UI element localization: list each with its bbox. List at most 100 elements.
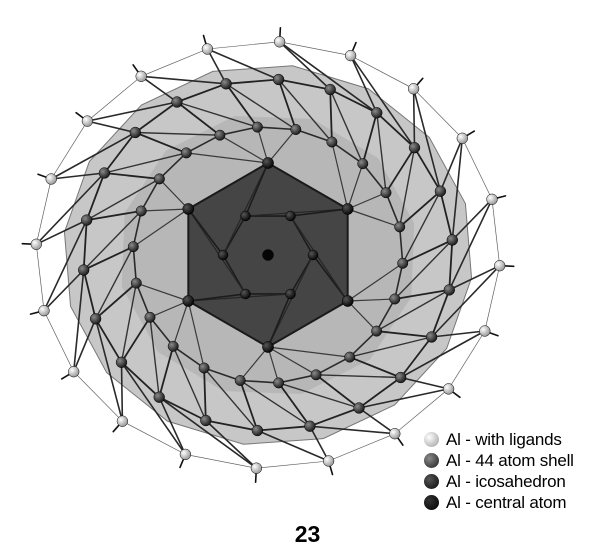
legend-label: Al - 44 atom shell	[446, 450, 574, 470]
bond	[176, 101, 221, 137]
icosahedron-edge	[290, 208, 348, 217]
shell-atom	[290, 124, 302, 135]
bond	[158, 396, 187, 456]
bond	[308, 407, 360, 428]
bond-network	[21, 26, 515, 484]
bond	[347, 192, 387, 210]
ligand-atom	[30, 238, 42, 250]
bond	[35, 244, 45, 312]
ligand-atom	[250, 462, 263, 474]
bond	[376, 112, 387, 194]
shell-atom	[127, 241, 139, 253]
bond	[35, 219, 88, 246]
bond	[86, 120, 137, 134]
shell-atom	[130, 277, 142, 289]
shell-atom	[272, 73, 285, 86]
bond	[430, 288, 451, 338]
bond	[206, 48, 227, 85]
shell-atom	[344, 351, 356, 363]
bond	[277, 382, 360, 409]
bond	[35, 178, 52, 245]
bond	[256, 126, 269, 164]
shell-atom	[214, 129, 226, 141]
bond	[132, 245, 138, 284]
shell-atom	[220, 78, 232, 90]
bond	[87, 76, 142, 122]
ligand-atom	[38, 305, 50, 317]
bond	[206, 48, 280, 81]
bond	[412, 88, 442, 192]
shell-atom	[234, 375, 246, 386]
shell-atom	[153, 173, 165, 185]
shell-atom	[394, 221, 406, 233]
bond	[239, 346, 269, 382]
legend-item-icosahedron: Al - icosahedron	[424, 471, 574, 492]
bond	[331, 141, 364, 165]
bond	[207, 41, 280, 50]
bond	[94, 245, 135, 320]
bond	[140, 208, 189, 212]
bond	[375, 298, 396, 332]
shell-atom	[251, 121, 263, 133]
icosahedron-atom	[262, 157, 274, 169]
shell-atom	[89, 313, 102, 325]
ligand-atom	[479, 325, 491, 337]
bond	[347, 208, 401, 228]
bond	[43, 310, 74, 373]
central-atom	[262, 249, 274, 261]
bond	[278, 40, 332, 91]
bond	[176, 101, 259, 128]
bond	[349, 336, 433, 358]
bond	[347, 300, 378, 332]
bond	[278, 40, 378, 114]
ligand-atom	[407, 83, 420, 95]
bond	[348, 330, 378, 358]
shell-atom	[304, 420, 316, 432]
bond	[329, 88, 364, 165]
shell-atom	[434, 185, 447, 197]
bond	[348, 356, 402, 379]
bond	[256, 429, 330, 462]
bond	[349, 54, 416, 149]
shell-atom	[167, 340, 179, 352]
bond	[225, 78, 280, 85]
bond	[491, 199, 501, 267]
bond	[176, 82, 228, 103]
bond	[135, 282, 151, 319]
bond	[375, 330, 433, 338]
bond	[50, 120, 88, 180]
bond	[399, 376, 450, 390]
bond	[412, 88, 416, 149]
bond	[86, 101, 178, 122]
bond	[394, 239, 453, 300]
bond	[361, 111, 378, 165]
legend: Al - with ligands Al - 44 atom shell Al …	[424, 429, 574, 513]
legend-label: Al - with ligands	[446, 429, 562, 449]
bond	[140, 48, 208, 77]
ligand-atom	[273, 36, 286, 48]
icosahedron-edge	[267, 254, 314, 348]
icosahedron-edge	[187, 208, 246, 295]
bond	[347, 163, 364, 210]
shell-atom	[135, 205, 147, 217]
bond	[256, 425, 311, 432]
icosahedron-atom	[307, 249, 319, 261]
bond	[103, 152, 188, 174]
bond	[277, 78, 332, 91]
bond	[132, 208, 189, 248]
bond	[315, 373, 360, 409]
shell-atom	[357, 158, 369, 170]
bond	[187, 300, 205, 369]
shell-atom	[371, 107, 383, 119]
shell-atom	[443, 284, 455, 296]
ligand-atom	[486, 193, 498, 205]
icosahedron-edge	[267, 293, 292, 348]
bond	[158, 152, 188, 180]
bond	[309, 425, 396, 435]
shell-atom	[425, 331, 438, 343]
bond	[393, 288, 451, 300]
bond	[350, 55, 414, 90]
bond	[43, 269, 85, 312]
shell-atom	[397, 257, 409, 269]
